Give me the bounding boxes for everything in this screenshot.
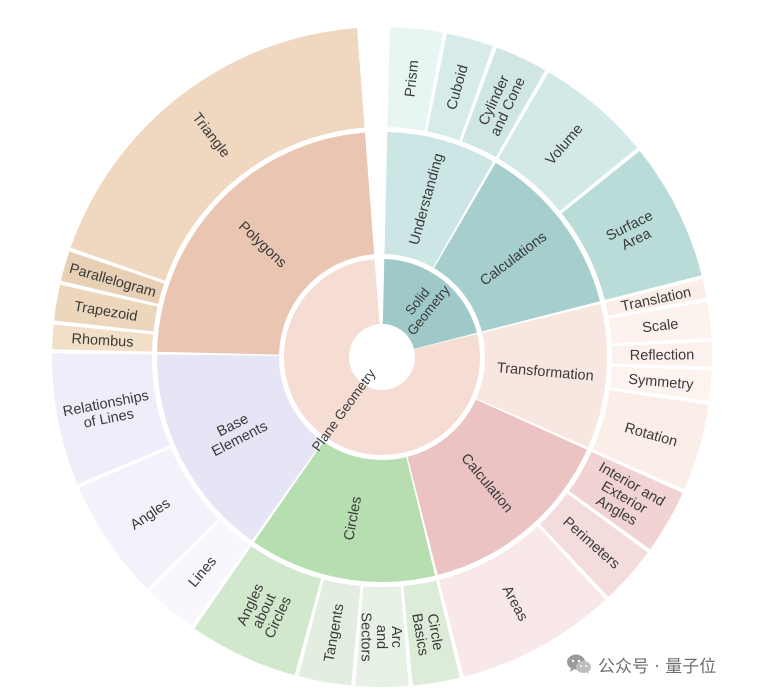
- segment-base-elements[interactable]: [157, 354, 323, 541]
- segment-solid-geometry[interactable]: [382, 259, 477, 349]
- segment-polygons[interactable]: [157, 132, 375, 355]
- segment-trapezoid[interactable]: [54, 284, 158, 332]
- segment-understanding[interactable]: [384, 132, 494, 268]
- segment-angles-about-circles[interactable]: [194, 546, 322, 676]
- segment-circles[interactable]: [254, 441, 436, 582]
- label-symmetry: Symmetry: [628, 372, 695, 394]
- watermark: 公众号 · 量子位: [566, 650, 716, 678]
- segment-tangents[interactable]: [298, 579, 361, 686]
- segment-angles[interactable]: [79, 448, 219, 589]
- segment-relationships-of-lines[interactable]: [52, 353, 170, 485]
- label-angles-about-circles: AnglesaboutCircles: [234, 581, 295, 641]
- segment-lines[interactable]: [150, 520, 249, 627]
- label-prism: Prism: [402, 59, 422, 98]
- segment-transformation[interactable]: [476, 303, 607, 448]
- segment-scale[interactable]: [608, 301, 712, 344]
- segment-areas[interactable]: [439, 526, 606, 677]
- wechat-icon: [567, 654, 591, 675]
- label-circle-basics: CircleBasics: [408, 610, 446, 657]
- segments: [52, 27, 712, 687]
- segment-arc-and-sectors[interactable]: [355, 586, 409, 687]
- segment-calculations[interactable]: [434, 162, 600, 332]
- segment-calculation[interactable]: [407, 399, 587, 575]
- segment-triangle[interactable]: [70, 27, 365, 281]
- segment-rhombus[interactable]: [52, 324, 154, 352]
- segment-rotation[interactable]: [592, 390, 709, 490]
- label-rhombus: Rhombus: [71, 331, 134, 351]
- segment-perimeters[interactable]: [539, 493, 648, 597]
- segment-circle-basics[interactable]: [403, 580, 460, 686]
- segment-cuboid[interactable]: [427, 33, 493, 141]
- label-arc-and-sectors: ArcandSectors: [358, 612, 404, 661]
- segment-translation[interactable]: [605, 279, 707, 316]
- label-reflection: Reflection: [630, 347, 695, 364]
- segment-surface-area[interactable]: [561, 150, 702, 300]
- segment-plane-geometry[interactable]: [283, 259, 480, 455]
- segment-prism[interactable]: [387, 27, 443, 131]
- segment-reflection[interactable]: [611, 341, 712, 367]
- segment-symmetry[interactable]: [609, 366, 712, 401]
- segment-cylinder-and-cone[interactable]: [461, 47, 546, 158]
- segment-volume[interactable]: [498, 72, 638, 212]
- label-circles: Circles: [341, 495, 365, 541]
- watermark-text: 公众号 · 量子位: [598, 656, 717, 677]
- segment-interior-and-exterior-angles[interactable]: [568, 451, 683, 550]
- segment-parallelogram[interactable]: [60, 251, 165, 304]
- label-scale: Scale: [641, 316, 679, 336]
